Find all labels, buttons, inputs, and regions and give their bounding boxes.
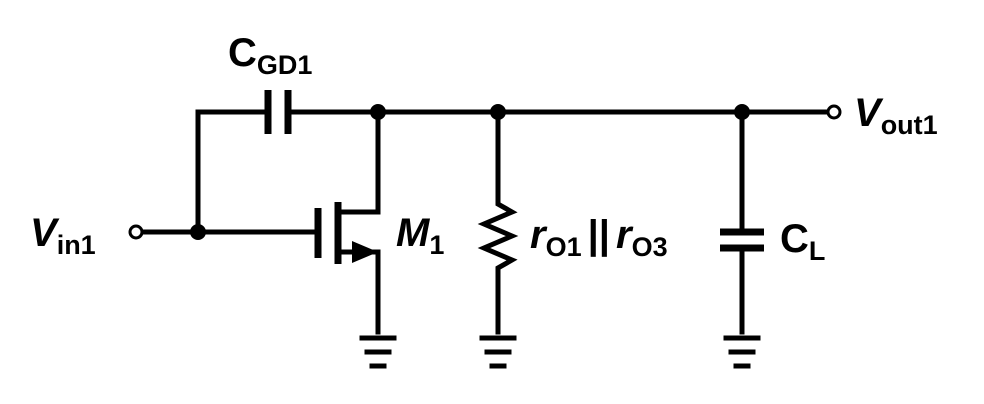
junction-dot-resistor [490,104,506,120]
vin1-label: Vin1 [30,211,96,260]
feedback-wire [195,109,269,235]
ro1-ro3-label: rO1||rO3 [530,213,668,262]
vout1-label: Vout1 [854,91,938,140]
cl-label: CL [780,217,825,266]
ro-resistor [477,109,519,335]
m1-label: M1 [396,211,444,260]
junction-dot-gate [190,224,206,240]
input-terminal [128,224,144,240]
cl-capacitor [720,109,764,335]
junction-dot-drain [370,104,386,120]
junction-dot-cl [734,104,750,120]
cgd1-capacitor [264,90,292,134]
output-terminal [826,104,842,120]
ground-icon [723,335,761,369]
ground-icon [359,335,397,369]
ground-icon [479,335,517,369]
source-arrow-icon [352,241,378,263]
m1-transistor [314,109,381,335]
cgd1-label: CGD1 [228,31,312,80]
